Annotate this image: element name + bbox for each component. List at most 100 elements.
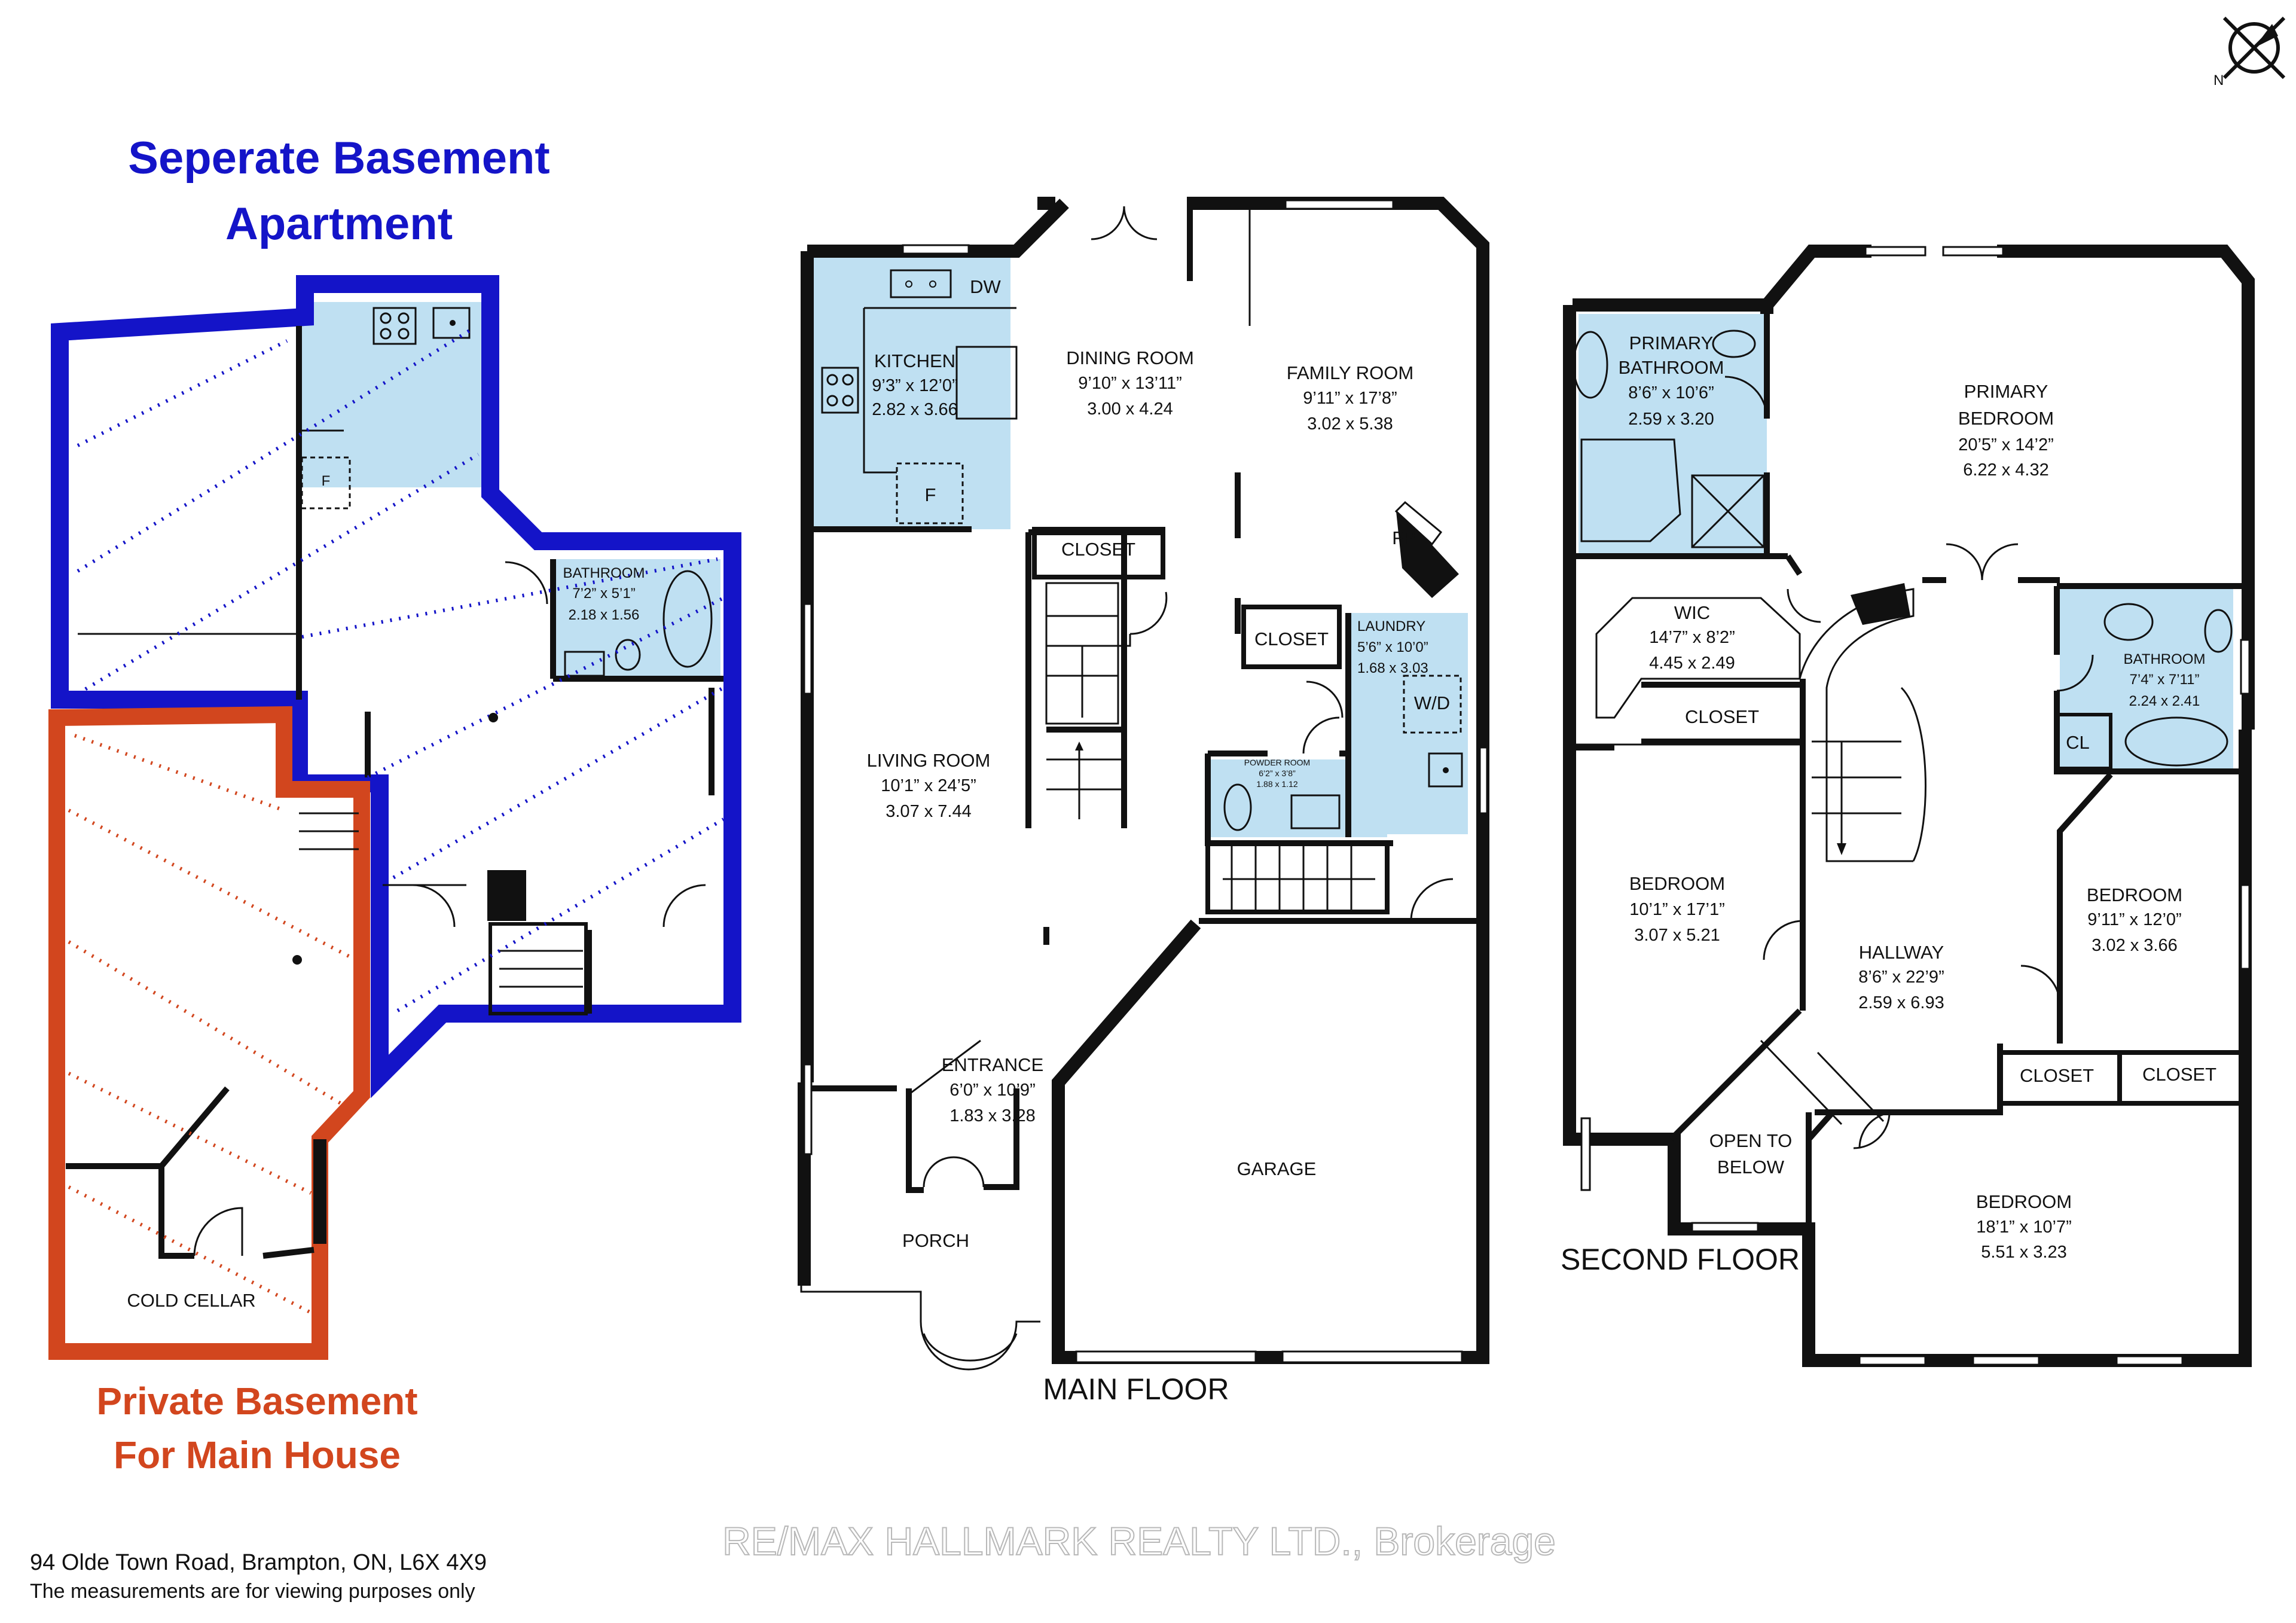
laundry-area <box>1348 613 1468 834</box>
private-basement-boundary <box>48 706 370 1360</box>
second-bath-dim-metric: 2.24 x 2.41 <box>2129 693 2200 709</box>
hallway-dim-metric: 2.59 x 6.93 <box>1858 993 1944 1012</box>
laundry-dim-metric: 1.68 x 3.03 <box>1357 660 1428 676</box>
primary-bed-dim-imperial: 20’5” x 14’2” <box>1958 435 2054 454</box>
open-below-name-1: OPEN TO <box>1709 1130 1792 1151</box>
powder-dim-imperial: 6’2” x 3’8” <box>1259 768 1296 778</box>
porch-name: PORCH <box>902 1230 969 1251</box>
cl-name: CL <box>2066 732 2090 753</box>
wic-dim-imperial: 14’7” x 8’2” <box>1649 628 1735 647</box>
primary-sink-icon <box>1573 331 1608 399</box>
basement-kitchen-area <box>302 302 487 487</box>
powder-name: POWDER ROOM <box>1244 758 1310 767</box>
basement-stove-icon <box>373 307 417 345</box>
powder-dim-metric: 1.88 x 1.12 <box>1256 779 1297 789</box>
garage-name: GARAGE <box>1237 1158 1317 1179</box>
bedroom-2-dim-imperial: 9’11” x 12’0” <box>2087 910 2181 929</box>
living-dim-imperial: 10’1” x 24’5” <box>881 776 976 795</box>
bedroom-1-name: BEDROOM <box>1629 873 1725 894</box>
living-dim-metric: 3.07 x 7.44 <box>886 802 972 821</box>
second-floor-label: SECOND FLOOR <box>1561 1243 1800 1276</box>
second-tub-icon <box>2124 716 2228 767</box>
hallway-name: HALLWAY <box>1859 942 1944 963</box>
family-name: FAMILY ROOM <box>1287 362 1413 383</box>
entrance-dim-imperial: 6’0” x 10’9” <box>949 1081 1035 1100</box>
dishwasher-label: DW <box>970 276 1001 297</box>
second-bathroom-area <box>2060 589 2233 768</box>
basement-bathroom-name: BATHROOM <box>563 565 645 581</box>
primary-bath-name-2: BATHROOM <box>1619 357 1724 378</box>
main-closet-2: CLOSET <box>1254 629 1329 649</box>
compass-north-label: N <box>2213 72 2224 89</box>
primary-bed-name-2: BEDROOM <box>1958 408 2054 429</box>
family-dim-imperial: 9’11” x 17’8” <box>1303 389 1397 408</box>
main-fridge-icon <box>896 462 964 524</box>
basement-sink-icon <box>432 307 471 339</box>
main-stairs <box>1045 582 1127 828</box>
garage-stairs <box>1205 841 1390 914</box>
second-bath-dim-imperial: 7’4” x 7’11” <box>2130 672 2200 688</box>
private-title-line2: For Main House <box>114 1433 401 1476</box>
second-toilet-icon <box>2204 609 2233 653</box>
washer-dryer-icon <box>1403 675 1462 734</box>
fireplace-icon <box>1396 511 1459 598</box>
primary-shower-icon <box>1691 474 1765 548</box>
second-floor-plan: PRIMARY BATHROOM 8’6” x 10’6” 2.59 x 3.2… <box>1561 245 2255 1367</box>
primary-bed-name-1: PRIMARY <box>1964 381 2048 402</box>
living-name: LIVING ROOM <box>867 750 991 771</box>
family-dim-metric: 3.02 x 5.38 <box>1307 414 1393 434</box>
wic-closet-name: CLOSET <box>1685 706 1759 727</box>
bedroom-2-dim-metric: 3.02 x 3.66 <box>2092 936 2178 955</box>
bedroom-3-name: BEDROOM <box>1976 1191 2072 1212</box>
main-floor-plan: F DW <box>798 197 1489 1406</box>
basement-fridge-icon <box>301 456 351 510</box>
basement-bathroom-dim-metric: 2.18 x 1.56 <box>569 607 640 623</box>
main-stove-icon <box>821 367 859 414</box>
bedroom-3-dim-metric: 5.51 x 3.23 <box>1981 1243 2067 1262</box>
kitchen-area <box>813 257 1010 529</box>
private-title-line1: Private Basement <box>96 1380 417 1423</box>
second-bath-name: BATHROOM <box>2124 651 2206 667</box>
primary-toilet-icon <box>1712 330 1756 358</box>
fireplace-label: FP <box>1392 527 1416 548</box>
basement-fridge-label: F <box>322 473 331 489</box>
washer-dryer-label: W/D <box>1414 692 1450 713</box>
primary-bath-dim-imperial: 8’6” x 10’6” <box>1628 383 1714 402</box>
main-sink-icon <box>890 269 952 298</box>
dining-name: DINING ROOM <box>1066 347 1194 368</box>
primary-bath-dim-metric: 2.59 x 3.20 <box>1628 410 1714 429</box>
private-hatching <box>68 734 357 1314</box>
apartment-boundary <box>51 275 741 1099</box>
kitchen-dim-metric: 2.82 x 3.66 <box>872 400 958 419</box>
primary-tub-icon <box>1580 438 1681 542</box>
basement-plan: F BATHROOM 7’2” x 5’1” 2.18 x <box>48 275 741 1360</box>
bedroom-1-dim-metric: 3.07 x 5.21 <box>1634 926 1720 945</box>
dining-dim-imperial: 9’10” x 13’11” <box>1078 374 1182 393</box>
laundry-sink-icon <box>1428 752 1463 788</box>
basement-bathroom-dim-imperial: 7’2” x 5’1” <box>572 585 635 602</box>
basement-tub-icon <box>662 570 713 668</box>
basement-vanity-icon <box>564 651 605 677</box>
cold-cellar-name: COLD CELLAR <box>127 1290 255 1311</box>
laundry-dim-imperial: 5’6” x 10’0” <box>1357 639 1428 655</box>
powder-toilet-icon <box>1223 783 1252 831</box>
hallway-dim-imperial: 8’6” x 22’9” <box>1858 968 1944 987</box>
main-fridge-label: F <box>925 484 936 505</box>
wic-name: WIC <box>1674 602 1710 623</box>
wic-dim-metric: 4.45 x 2.49 <box>1649 654 1735 673</box>
basement-stairs <box>299 812 359 850</box>
basement-bathroom-area <box>553 559 720 679</box>
bedroom-1-dim-imperial: 10’1” x 17’1” <box>1629 900 1725 919</box>
second-sink-icon <box>2103 603 2154 641</box>
primary-bed-dim-metric: 6.22 x 4.32 <box>1963 460 2049 480</box>
measurement-disclaimer: The measurements are for viewing purpose… <box>30 1580 475 1603</box>
brokerage-watermark: RE/MAX HALLMARK REALTY LTD., Brokerage <box>722 1519 1556 1563</box>
apartment-title-line2: Apartment <box>225 199 453 249</box>
entrance-name: ENTRANCE <box>942 1054 1044 1075</box>
main-closet-1: CLOSET <box>1061 539 1135 560</box>
laundry-name: LAUNDRY <box>1357 618 1425 634</box>
bedroom-3-dim-imperial: 18’1” x 10’7” <box>1976 1218 2072 1237</box>
apartment-hatching <box>77 327 725 1012</box>
bedroom-2-name: BEDROOM <box>2087 884 2182 905</box>
